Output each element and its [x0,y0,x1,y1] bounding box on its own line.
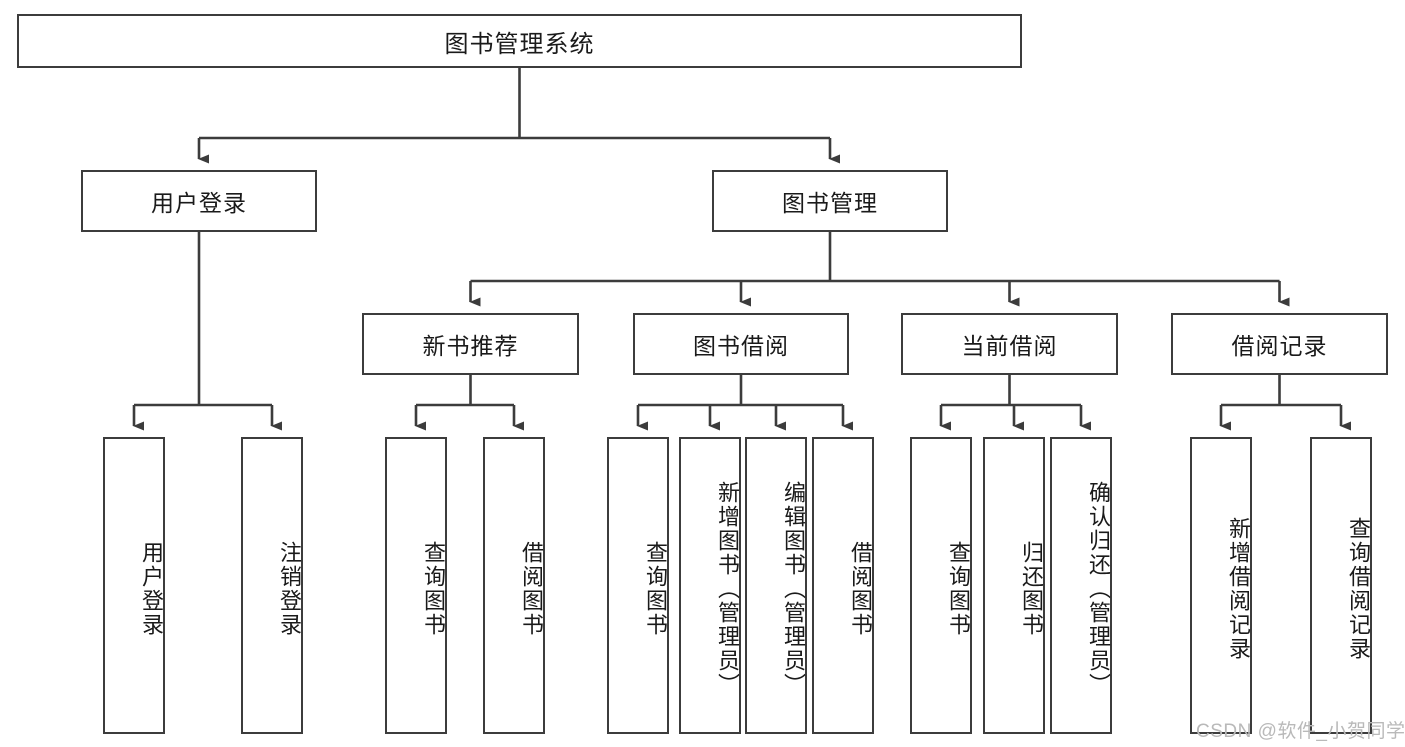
leaf-query-borrow-record[interactable]: 查询借阅记录 [1310,437,1372,734]
node-label: 借阅记录 [1231,333,1328,359]
leaf-query-book-current[interactable]: 查询图书 [910,437,972,734]
leaf-user-login[interactable]: 用户登录 [103,437,165,734]
node-label: 借阅图书 [519,540,544,637]
node-label: 新书推荐 [422,333,519,359]
leaf-add-book-admin[interactable]: 新增图书（管理员） [679,437,741,734]
node-label: 当前借阅 [961,333,1058,359]
leaf-query-book-borrowing[interactable]: 查询图书 [607,437,669,734]
node-label: 查询图书 [946,540,971,637]
leaf-return-book[interactable]: 归还图书 [983,437,1045,734]
node-label: 用户登录 [139,540,164,637]
node-label: 用户登录 [151,190,247,216]
node-label: 注销登录 [277,540,302,637]
node-label: 查询图书 [421,540,446,637]
leaf-borrow-book-recommendation[interactable]: 借阅图书 [483,437,545,734]
node-book-management[interactable]: 图书管理 [712,170,948,232]
node-label: 新增借阅记录 [1226,516,1251,661]
node-label: 查询借阅记录 [1346,516,1371,661]
node-book-borrowing[interactable]: 图书借阅 [633,313,849,375]
watermark: CSDN @软件_小贺同学 [1196,721,1405,742]
node-label: 查询图书 [643,540,668,637]
leaf-logout[interactable]: 注销登录 [241,437,303,734]
node-new-book-recommendation[interactable]: 新书推荐 [362,313,579,375]
node-label: 确认归还（管理员） [1086,480,1111,697]
node-user-login[interactable]: 用户登录 [81,170,317,232]
leaf-add-borrow-record[interactable]: 新增借阅记录 [1190,437,1252,734]
node-label: 归还图书 [1019,540,1044,637]
leaf-query-book-recommendation[interactable]: 查询图书 [385,437,447,734]
node-current-borrowing[interactable]: 当前借阅 [901,313,1118,375]
node-borrowing-records[interactable]: 借阅记录 [1171,313,1388,375]
node-label: 编辑图书（管理员） [781,480,806,697]
node-label: 图书管理系统 [444,30,595,58]
node-label: 借阅图书 [848,540,873,637]
leaf-edit-book-admin[interactable]: 编辑图书（管理员） [745,437,807,734]
node-label: 新增图书（管理员） [715,480,740,697]
leaf-borrow-book-borrowing[interactable]: 借阅图书 [812,437,874,734]
node-label: 图书管理 [782,190,878,216]
leaf-confirm-return-admin[interactable]: 确认归还（管理员） [1050,437,1112,734]
node-root-system[interactable]: 图书管理系统 [17,14,1022,68]
node-label: 图书借阅 [693,333,789,359]
